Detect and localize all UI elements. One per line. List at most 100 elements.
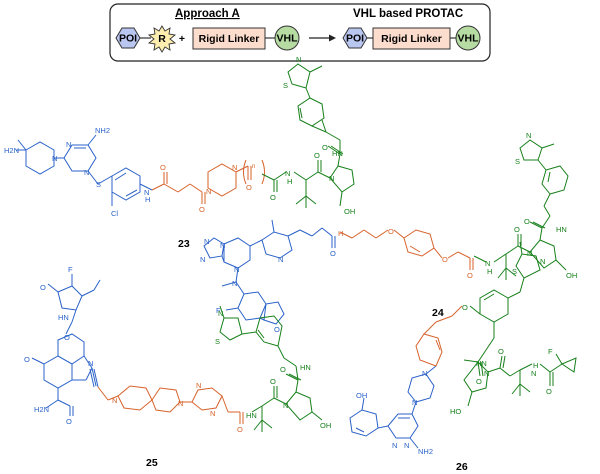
svg-text:N: N (296, 55, 301, 64)
reaction-arrow (309, 34, 336, 42)
repeat-bracket (243, 159, 265, 185)
svg-text:N: N (144, 188, 149, 197)
svg-text:N: N (218, 309, 223, 318)
svg-text:N: N (412, 398, 417, 407)
compound-25-linker (97, 385, 244, 424)
compound-25: F O HN O O N H2N O N N N N O (24, 265, 331, 469)
compound-26-warhead (349, 365, 437, 449)
svg-text:O: O (462, 303, 468, 312)
svg-text:N: N (66, 140, 71, 149)
svg-text:N: N (232, 163, 237, 172)
svg-text:H: H (145, 195, 150, 204)
rigid-linker-box-left: Rigid Linker (192, 27, 266, 50)
svg-text:N: N (232, 279, 237, 288)
svg-text:O: O (467, 271, 473, 280)
svg-text:n: n (252, 164, 255, 170)
svg-text:N: N (210, 409, 215, 418)
svg-text:N: N (484, 369, 489, 378)
svg-text:O: O (314, 151, 320, 160)
svg-text:VHL: VHL (458, 33, 480, 45)
svg-text:O: O (64, 333, 70, 342)
compound-24-vhl-ligand (473, 139, 569, 280)
svg-text:Rigid Linker: Rigid Linker (381, 33, 442, 45)
svg-text:POI: POI (346, 33, 364, 45)
svg-text:OH: OH (566, 271, 577, 280)
svg-text:H2N: H2N (4, 146, 19, 155)
compound-23-warhead-atoms: H2N N N N NH2 S Cl (4, 126, 118, 218)
svg-text:O: O (330, 249, 336, 258)
approach-title: Approach A (175, 8, 240, 20)
approach-scheme: Approach A VHL based PROTAC POI R + Rigi… (109, 3, 491, 62)
svg-text:O: O (388, 227, 394, 236)
svg-text:O: O (24, 355, 30, 364)
compound-23-vhl-ligand (261, 63, 355, 208)
svg-text:POI: POI (119, 33, 137, 45)
svg-text:O: O (280, 365, 286, 374)
compound-24-linker (339, 229, 474, 270)
svg-text:O: O (476, 377, 482, 386)
svg-text:H: H (487, 267, 492, 276)
compound-25-warhead (31, 274, 101, 416)
compound-26-label: 26 (456, 461, 468, 473)
svg-text:H: H (287, 177, 292, 186)
rigid-linker-box-right: Rigid Linker (372, 27, 451, 50)
svg-text:N: N (329, 174, 334, 183)
compound-26-linker (415, 305, 463, 367)
svg-text:N: N (392, 441, 397, 450)
r-group-starburst: R (147, 25, 177, 53)
svg-text:O: O (199, 205, 205, 214)
svg-text:S: S (515, 157, 520, 166)
svg-text:R: R (158, 33, 166, 45)
svg-text:N: N (485, 259, 490, 268)
svg-text:HN: HN (476, 359, 487, 368)
vhl-circle-right: VHL (455, 25, 481, 51)
svg-text:O: O (322, 143, 328, 152)
svg-text:O: O (246, 183, 252, 192)
svg-text:HO: HO (450, 407, 461, 416)
svg-text:S: S (215, 337, 220, 346)
svg-text:OH: OH (344, 207, 355, 216)
svg-text:F: F (68, 265, 73, 274)
svg-text:O: O (270, 377, 276, 386)
svg-text:N: N (278, 255, 283, 264)
compound-24-warhead (203, 219, 336, 325)
svg-text:N: N (88, 359, 93, 368)
compound-26-vhl-ligand (463, 241, 577, 407)
compound-26: OH N N NH2 N N (349, 241, 577, 473)
compound-23-linker (151, 163, 252, 204)
svg-text:H: H (533, 361, 538, 370)
svg-text:O: O (160, 163, 166, 172)
svg-text:N: N (234, 265, 239, 274)
compound-23-warhead (16, 134, 113, 185)
svg-text:N: N (112, 396, 117, 405)
svg-text:S: S (512, 267, 517, 276)
compound-25-vhl-ligand (219, 305, 323, 432)
poi-hexagon-right: POI (342, 27, 368, 49)
compound-24-label: 24 (432, 307, 444, 319)
svg-text:H: H (338, 229, 343, 238)
svg-text:HN: HN (332, 149, 343, 158)
svg-text:N: N (285, 169, 290, 178)
compound-23: H2N N N N NH2 S Cl (4, 55, 355, 250)
svg-text:N: N (206, 187, 211, 196)
svg-text:N: N (540, 257, 545, 266)
svg-text:HN: HN (300, 363, 311, 372)
svg-text:HN: HN (246, 411, 257, 420)
svg-text:OH: OH (320, 421, 331, 430)
svg-text:N: N (84, 168, 89, 177)
svg-text:O: O (274, 325, 280, 334)
vhl-circle-left: VHL (274, 25, 300, 51)
svg-text:Rigid Linker: Rigid Linker (199, 33, 260, 45)
plus-sign: + (179, 33, 185, 45)
svg-text:HN: HN (58, 313, 69, 322)
svg-text:NH2: NH2 (95, 126, 110, 135)
svg-text:O: O (237, 425, 243, 434)
svg-text:N: N (404, 441, 409, 450)
svg-text:O: O (498, 347, 504, 356)
result-title: VHL based PROTAC (353, 8, 463, 20)
compound-25-label: 25 (146, 457, 158, 469)
svg-text:N: N (178, 399, 183, 408)
svg-text:S: S (96, 180, 101, 189)
svg-text:O: O (40, 283, 46, 292)
svg-text:O: O (524, 217, 530, 226)
